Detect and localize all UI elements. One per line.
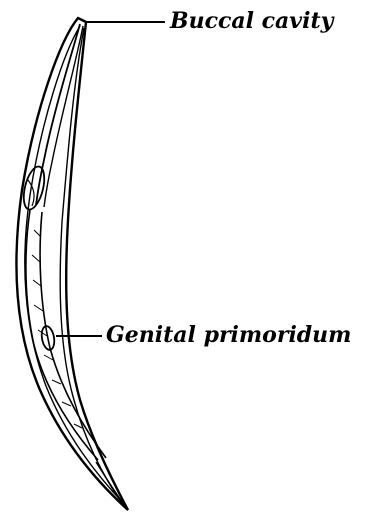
buccal-cavity-label: Buccal cavity <box>170 10 333 32</box>
esophagus <box>36 24 80 205</box>
tail-line <box>96 462 128 510</box>
genital-primordium-label: Genital primoridum <box>106 324 351 346</box>
